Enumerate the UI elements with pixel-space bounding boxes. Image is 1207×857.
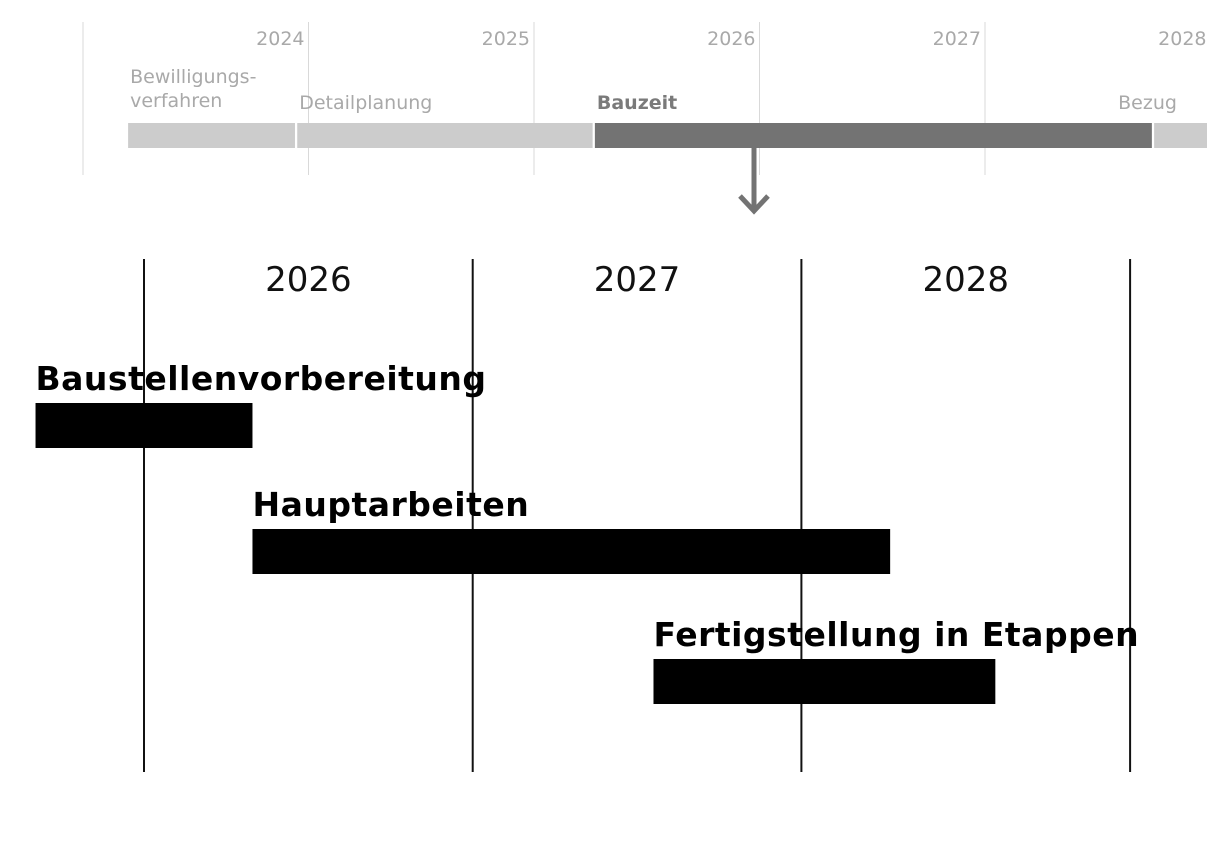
detail-year-label: 2028: [922, 260, 1010, 300]
overview-phase-bar: [594, 123, 1152, 148]
overview-phase-bar: [297, 123, 593, 148]
overview-phase-label: Detailplanung: [299, 92, 433, 114]
overview-phase-label: Bauzeit: [596, 92, 678, 114]
detail-task-label: Baustellenvorbereitung: [35, 359, 487, 398]
overview-phase-bar: [1154, 123, 1207, 148]
detail-task-bar: [252, 529, 891, 574]
overview-phase-label: Bezug: [1118, 92, 1177, 114]
detail-task-label: Hauptarbeiten: [252, 485, 530, 524]
overview-year-label: 2027: [932, 28, 981, 50]
overview-year-label: 2026: [707, 28, 756, 50]
detail-year-label: 2026: [265, 260, 352, 300]
overview-phase-bar: [128, 123, 295, 148]
zoom-arrow-icon: [738, 194, 770, 215]
detail-task-bar: [35, 403, 253, 448]
overview-year-label: 2025: [481, 28, 530, 50]
detail-task-label: Fertigstellung in Etappen: [653, 615, 1140, 654]
detail-year-label: 2027: [593, 260, 681, 300]
overview-phase-label: Bewilligungs- verfahren: [130, 66, 257, 112]
overview-year-label: 2028: [1158, 28, 1207, 50]
detail-task-bar: [653, 659, 996, 704]
overview-year-label: 2024: [256, 28, 305, 50]
